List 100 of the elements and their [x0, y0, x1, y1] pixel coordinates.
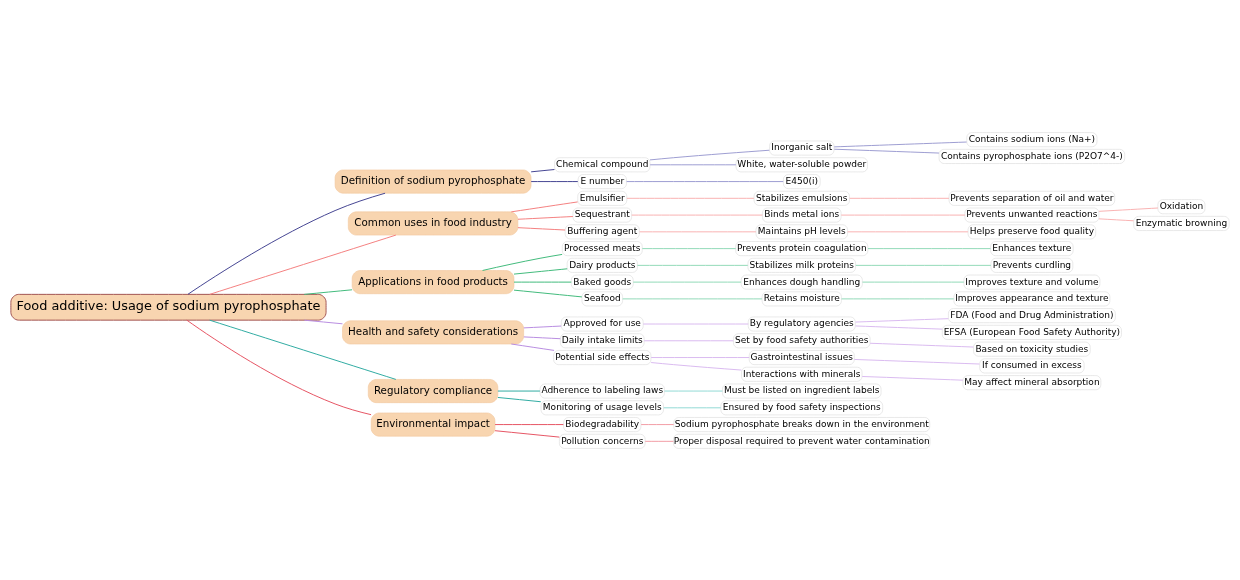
- connector: [513, 281, 572, 283]
- node-box: Proper disposal required to prevent water contamination: [673, 433, 931, 449]
- connector: [641, 247, 737, 249]
- node-box: Food additive: Usage of sodium pyrophosphate: [10, 293, 327, 321]
- connector: [849, 197, 950, 199]
- node-box: Set by food safety authorities: [733, 332, 871, 348]
- node-box: Enhances dough handling: [740, 274, 863, 290]
- connector: [517, 226, 566, 230]
- node-box: EFSA (European Food Safety Authority): [941, 324, 1122, 340]
- connector: [862, 281, 965, 283]
- connector: [650, 356, 750, 358]
- connector: [303, 319, 343, 324]
- node-box: Sodium pyrophosphate breaks down in the environment: [673, 416, 931, 432]
- node-box: Ensured by food safety inspections: [720, 399, 883, 415]
- node-box: Health and safety considerations: [342, 320, 524, 344]
- connector: [642, 323, 749, 324]
- connector: [494, 429, 560, 438]
- connector: [855, 324, 943, 330]
- connector: [187, 192, 386, 295]
- connector: [497, 396, 542, 402]
- connector: [840, 214, 966, 216]
- node-box: Contains pyrophosphate ions (P2O7^4-): [938, 148, 1125, 164]
- connector: [855, 317, 949, 323]
- connector: [626, 197, 755, 199]
- node-box: Dairy products: [566, 257, 638, 273]
- node-box: Seafood: [581, 290, 623, 306]
- connector: [650, 361, 742, 371]
- connector: [510, 200, 579, 212]
- node-box: Prevents unwanted reactions: [964, 207, 1100, 222]
- connector: [649, 149, 770, 160]
- connector: [861, 375, 964, 381]
- node-box: Regulatory compliance: [367, 378, 499, 403]
- connector: [523, 325, 562, 328]
- node-box: Approved for use: [561, 316, 644, 331]
- node-box: Binds metal ions: [762, 207, 842, 222]
- connector: [833, 141, 968, 147]
- connector: [644, 440, 674, 442]
- node-box: Definition of sodium pyrophosphate: [334, 169, 532, 193]
- node-box: Stabilizes emulsions: [753, 190, 850, 206]
- connector: [640, 423, 675, 425]
- node-box: Applications in food products: [351, 269, 515, 294]
- node-box: Improves texture and volume: [963, 274, 1101, 290]
- connector: [643, 339, 734, 341]
- node-box: Interactions with minerals: [741, 366, 863, 382]
- connector: [631, 214, 763, 216]
- connector: [510, 343, 555, 351]
- connector: [869, 342, 974, 348]
- connector: [841, 297, 955, 299]
- node-box: Stabilizes milk proteins: [747, 257, 856, 273]
- node-box: By regulatory agencies: [747, 316, 856, 331]
- node-box: Processed meats: [562, 240, 643, 256]
- connector: [482, 253, 563, 271]
- node-box: Environmental impact: [370, 412, 496, 436]
- connector: [1098, 207, 1159, 212]
- connector: [847, 230, 969, 232]
- connector: [632, 281, 742, 283]
- node-box: Biodegradability: [563, 416, 642, 432]
- node-box: Inorganic salt: [769, 140, 835, 155]
- node-box: E450(i): [783, 173, 821, 189]
- connector: [517, 215, 574, 220]
- node-box: Buffering agent: [564, 223, 640, 239]
- connector: [833, 148, 940, 154]
- node-box: Prevents protein coagulation: [735, 240, 869, 256]
- node-box: Oxidation: [1157, 198, 1206, 214]
- connector: [186, 319, 372, 415]
- connector: [209, 234, 397, 295]
- connector: [855, 264, 992, 266]
- connector: [639, 230, 757, 232]
- node-box: Adherence to labeling laws: [539, 383, 665, 398]
- node-box: Based on toxicity studies: [973, 341, 1091, 357]
- node-box: Enzymatic browning: [1133, 215, 1230, 231]
- connector: [530, 168, 555, 172]
- connector: [494, 423, 564, 425]
- node-box: E number: [577, 173, 627, 189]
- node-box: Must be listed on ingredient labels: [722, 383, 882, 398]
- node-box: Monitoring of usage levels: [540, 399, 664, 415]
- node-box: Improves appearance and texture: [953, 290, 1111, 306]
- node-box: Sequestrant: [572, 207, 632, 222]
- node-box: White, water-soluble powder: [735, 156, 868, 172]
- node-box: Chemical compound: [554, 156, 651, 172]
- node-box: Contains sodium ions (Na+): [966, 131, 1098, 147]
- connector: [1098, 217, 1135, 221]
- node-box: May affect mineral absorption: [962, 374, 1102, 390]
- node-box: Emulsifier: [577, 190, 628, 206]
- node-box: Maintains pH levels: [755, 223, 848, 239]
- node-box: If consumed in excess: [979, 358, 1085, 373]
- connector: [513, 289, 583, 297]
- node-box: Daily intake limits: [560, 332, 645, 348]
- connector: [622, 297, 763, 299]
- connector: [523, 335, 561, 339]
- connector: [303, 288, 353, 295]
- connector: [530, 180, 579, 182]
- connector: [513, 267, 568, 275]
- connector: [636, 264, 749, 266]
- node-box: Helps preserve food quality: [967, 223, 1096, 239]
- node-box: FDA (Food and Drug Administration): [948, 307, 1116, 323]
- connector: [867, 247, 991, 249]
- connector: [209, 319, 397, 380]
- node-box: Potential side effects: [553, 349, 652, 365]
- connector: [649, 163, 737, 165]
